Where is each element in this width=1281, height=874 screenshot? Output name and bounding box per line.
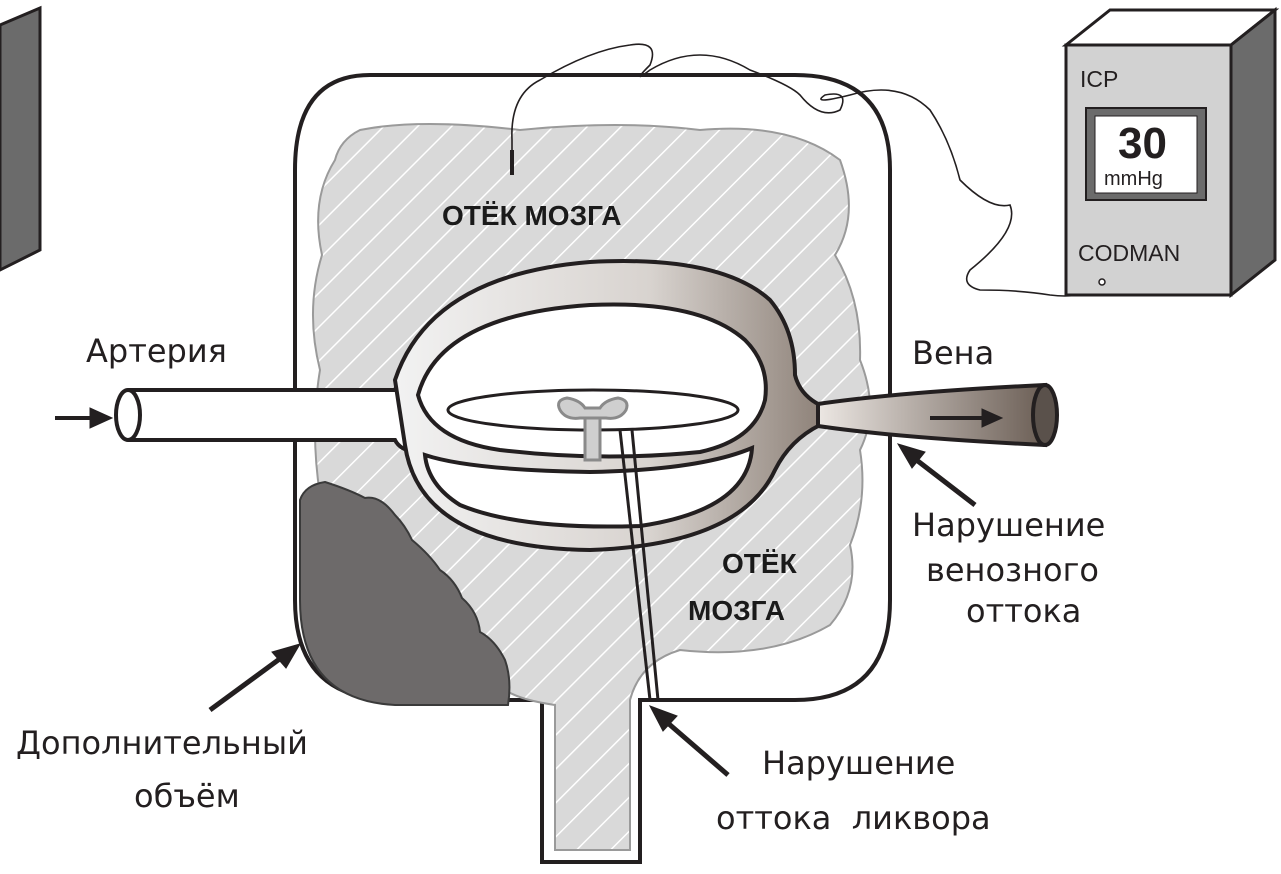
icp-unit-label: mmHg [1104, 168, 1163, 191]
venous-outflow-label-line2: венозного [926, 552, 1099, 589]
left-box-fragment [0, 8, 40, 270]
csf-outflow-label-line2: оттока ликвора [716, 800, 991, 837]
additional-volume-label-line1: Дополнительный [16, 725, 308, 762]
edema-right-label-line2: МОЗГА [688, 595, 785, 628]
monitor-brand-label: CODMAN [1078, 240, 1180, 267]
csf-outflow-label-line1: Нарушение [762, 745, 955, 782]
edema-right-label-line1: ОТЁК [722, 548, 797, 581]
icp-value-readout: 30 [1118, 118, 1167, 169]
venous-outflow-label-line3: оттока [966, 593, 1081, 630]
venous-outflow-label-line1: Нарушение [912, 507, 1105, 544]
edema-top-label: ОТЁК МОЗГА [442, 200, 621, 233]
monitor-header-label: ICP [1080, 66, 1118, 93]
artery-label: Артерия [86, 333, 227, 370]
additional-volume-label-line2: объём [134, 778, 240, 815]
vein-label: Вена [912, 335, 994, 372]
